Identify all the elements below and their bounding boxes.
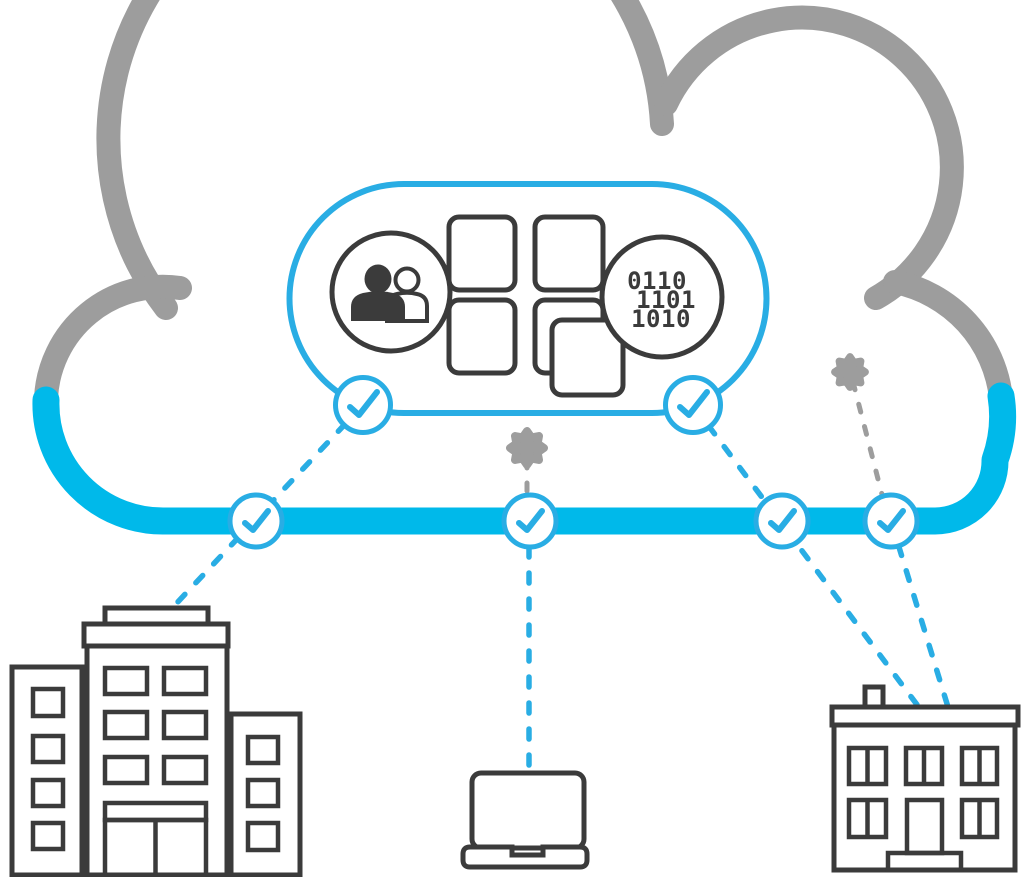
building-window [102, 665, 150, 697]
cloud-dome-arc [96, 0, 674, 320]
checkmark-icon [677, 389, 710, 418]
checkmark-icon [516, 508, 545, 533]
checkmark-node [227, 492, 285, 550]
cloud-outline [34, 0, 1013, 410]
house-door [904, 797, 945, 856]
person-front-head [364, 264, 392, 294]
person-back-head [393, 266, 421, 294]
gear-shape [506, 427, 548, 469]
building-window [30, 777, 66, 809]
app-tiles-icon [446, 214, 626, 398]
app-tile [446, 297, 518, 376]
laptop-screen [469, 770, 587, 851]
gear-icon [506, 427, 548, 469]
house-porch [885, 850, 964, 873]
checkmark-icon [768, 508, 797, 533]
link-to-house-a [690, 402, 921, 709]
cloud-right-bump-arc [654, 5, 964, 310]
building-window [30, 820, 66, 852]
checkmark-circle [862, 492, 920, 550]
building-window [30, 733, 66, 765]
building-window [161, 754, 209, 786]
users-icon-circle [329, 230, 453, 354]
checkmark-icon [242, 508, 271, 533]
binary-text-line-3: 1010 [631, 305, 691, 333]
building-window [102, 754, 150, 786]
checkmark-node [333, 375, 393, 435]
laptop-icon [460, 770, 590, 870]
checkmark-icon [877, 508, 906, 533]
building-window [245, 820, 281, 853]
app-tile-overlapping [549, 317, 626, 398]
cloud-right-side-arc [883, 270, 1013, 410]
building-window [161, 709, 209, 741]
cloud-base-band [32, 382, 1017, 535]
building-wing-left [9, 664, 85, 877]
secure-zone-pill [286, 181, 770, 416]
binary-badge: 0110 1101 1010 [599, 234, 725, 360]
users-badge [329, 230, 453, 354]
office-building [9, 605, 303, 877]
building-entrance-band [102, 800, 209, 823]
checkmark-circle [753, 492, 811, 550]
house-windows [846, 745, 1000, 840]
binary-text-line-2: 1101 [636, 286, 696, 314]
building-wing-right [228, 711, 303, 877]
building-entrance-doors [102, 817, 209, 875]
checkmark-circle [333, 375, 393, 435]
checkmark-icon [347, 389, 380, 418]
building-window [102, 709, 150, 741]
gear-icon [831, 353, 869, 391]
person-front-body [351, 291, 405, 321]
binary-text-line-1: 0110 [627, 267, 687, 295]
gear-link-right [850, 379, 889, 513]
building-roof-band [81, 621, 231, 649]
gear-shape [831, 353, 869, 391]
link-to-house-b [888, 518, 951, 710]
checkmark-circle [501, 492, 559, 550]
checkmark-node [862, 492, 920, 550]
building-window [161, 665, 209, 697]
checkmark-node [753, 492, 811, 550]
house-building [829, 684, 1021, 873]
app-tile [532, 214, 606, 293]
laptop-base [460, 844, 590, 870]
checkmark-node [501, 492, 559, 550]
building-window [245, 777, 281, 809]
users-icon [351, 264, 429, 323]
building-window [245, 734, 281, 766]
checkmark-node [663, 375, 723, 435]
building-window [30, 686, 66, 719]
app-tile [446, 214, 518, 293]
building-windows [30, 665, 281, 853]
cloud-left-bump-arc [34, 274, 192, 410]
binary-icon-circle [599, 234, 725, 360]
checkmark-circle [663, 375, 723, 435]
house-roof-band [829, 704, 1021, 728]
checkmark-circle [227, 492, 285, 550]
